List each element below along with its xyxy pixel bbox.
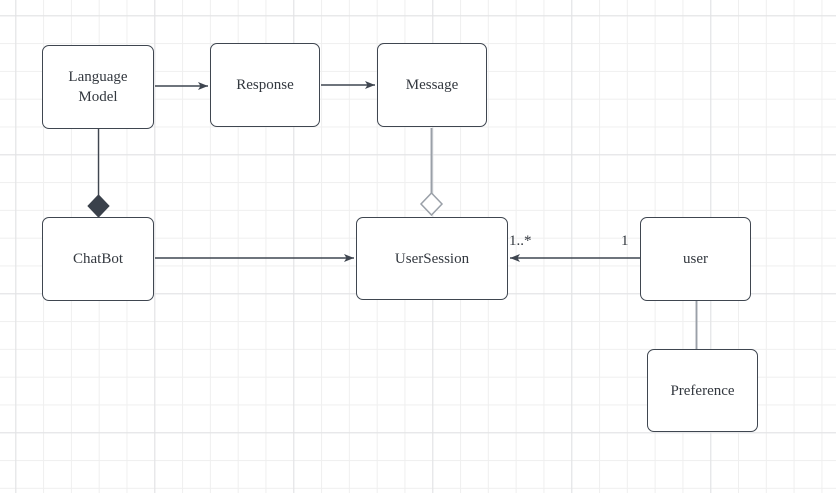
- edge-message-usersession-aggregation[interactable]: [419, 128, 444, 217]
- multiplicity-label-usersession-end[interactable]: 1..*: [509, 233, 532, 249]
- node-usersession-label: UserSession: [394, 250, 470, 267]
- node-usersession[interactable]: UserSession: [356, 217, 508, 300]
- node-preference[interactable]: Preference: [647, 349, 758, 432]
- node-chatbot-label: ChatBot: [72, 251, 123, 267]
- node-preference-label: Preference: [670, 382, 735, 399]
- multiplicity-label-user-end[interactable]: 1: [621, 233, 629, 249]
- node-chatbot[interactable]: ChatBot: [42, 217, 154, 301]
- node-language-model-label: Language Model: [68, 69, 128, 105]
- node-user-label: user: [683, 251, 708, 267]
- filled-diamond-icon: [87, 194, 110, 218]
- edge-language-model-chatbot-composition[interactable]: [87, 129, 110, 218]
- node-language-model[interactable]: Language Model: [42, 45, 154, 129]
- node-user[interactable]: user: [640, 217, 751, 301]
- node-response[interactable]: Response: [210, 43, 320, 127]
- node-response-label: Response: [236, 77, 294, 93]
- node-message[interactable]: Message: [377, 43, 487, 127]
- node-message-label: Message: [405, 77, 459, 93]
- hollow-diamond-icon: [419, 191, 444, 217]
